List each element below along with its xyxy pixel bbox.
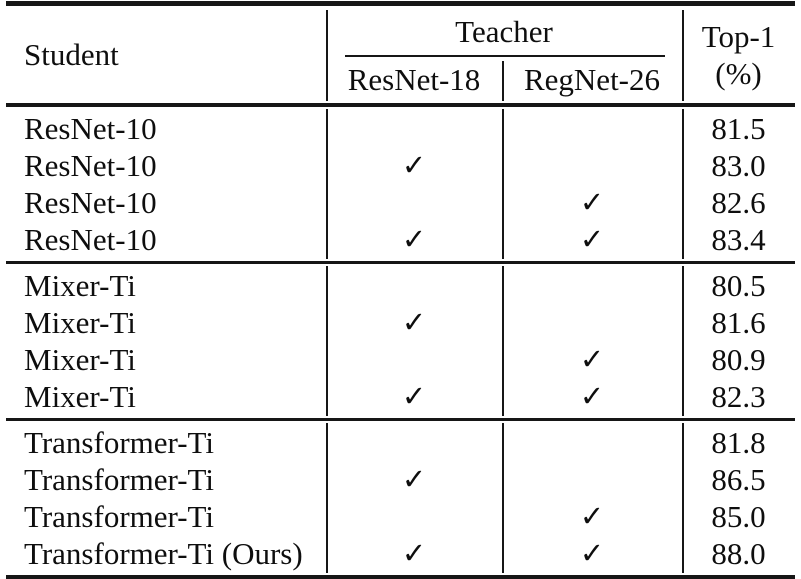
student-cell: Transformer-Ti bbox=[24, 424, 214, 460]
block-separator-rule bbox=[6, 261, 795, 264]
header-divider-1 bbox=[326, 10, 328, 101]
column-divider-2 bbox=[502, 423, 504, 573]
column-divider-2 bbox=[502, 109, 504, 259]
header-top1: Top-1 (%) bbox=[682, 6, 795, 103]
top1-cell: 81.8 bbox=[711, 424, 766, 460]
check-cell-resnet18: ✓ bbox=[401, 464, 427, 496]
header-top1-line2: (%) bbox=[715, 55, 762, 91]
student-cell: ResNet-10 bbox=[24, 184, 157, 220]
top1-cell: 83.4 bbox=[711, 221, 766, 257]
table-row: Transformer-Ti (Ours) ✓ ✓ 88.0 bbox=[6, 535, 795, 572]
table-row: Transformer-Ti ✓ 86.5 bbox=[6, 461, 795, 498]
header-teacher-resnet18: ResNet-18 bbox=[347, 62, 481, 97]
top1-cell: 80.5 bbox=[711, 267, 766, 303]
check-cell-resnet18: ✓ bbox=[401, 538, 427, 570]
student-cell: Transformer-Ti (Ours) bbox=[24, 535, 303, 571]
table-row: Mixer-Ti ✓ 81.6 bbox=[6, 304, 795, 341]
teacher-cmidrule bbox=[345, 55, 665, 57]
column-divider-3 bbox=[682, 266, 684, 416]
top1-cell: 83.0 bbox=[711, 147, 766, 183]
column-divider-3 bbox=[682, 423, 684, 573]
student-cell: Transformer-Ti bbox=[24, 461, 214, 497]
header-top1-line1: Top-1 bbox=[701, 18, 776, 54]
table-row: ResNet-10 ✓ ✓ 83.4 bbox=[6, 221, 795, 258]
table-row: Mixer-Ti ✓ 80.9 bbox=[6, 341, 795, 378]
header-teacher-regnet26: RegNet-26 bbox=[523, 62, 661, 97]
table-row: Transformer-Ti ✓ 85.0 bbox=[6, 498, 795, 535]
check-cell-resnet18: ✓ bbox=[401, 224, 427, 256]
block-separator-rule bbox=[6, 418, 795, 421]
table-row: Mixer-Ti 80.5 bbox=[6, 267, 795, 304]
table-bottom-rule bbox=[6, 575, 795, 579]
block-resnet10: ResNet-10 81.5 ResNet-10 ✓ 83.0 ResNet-1… bbox=[6, 107, 795, 261]
top1-cell: 81.6 bbox=[711, 304, 766, 340]
table-row: ResNet-10 81.5 bbox=[6, 110, 795, 147]
student-cell: ResNet-10 bbox=[24, 110, 157, 146]
block-mixer-ti: Mixer-Ti 80.5 Mixer-Ti ✓ 81.6 Mixer-Ti ✓… bbox=[6, 264, 795, 418]
check-cell-resnet18: ✓ bbox=[401, 381, 427, 413]
student-cell: Mixer-Ti bbox=[24, 341, 136, 377]
table-top-rule bbox=[6, 1, 795, 6]
header-student: Student bbox=[24, 36, 119, 72]
check-cell-regnet26: ✓ bbox=[579, 187, 605, 219]
student-cell: Transformer-Ti bbox=[24, 498, 214, 534]
student-cell: Mixer-Ti bbox=[24, 304, 136, 340]
top1-cell: 85.0 bbox=[711, 498, 766, 534]
top1-cell: 86.5 bbox=[711, 461, 766, 497]
column-divider-1 bbox=[326, 423, 328, 573]
header-teacher-group: Teacher bbox=[326, 6, 682, 57]
check-cell-resnet18: ✓ bbox=[401, 150, 427, 182]
top1-cell: 80.9 bbox=[711, 341, 766, 377]
header-divider-3 bbox=[682, 10, 684, 101]
table-header: Student Teacher ResNet-18 RegNet-26 Top-… bbox=[6, 6, 795, 103]
check-cell-regnet26: ✓ bbox=[579, 224, 605, 256]
column-divider-1 bbox=[326, 109, 328, 259]
top1-cell: 82.6 bbox=[711, 184, 766, 220]
column-divider-3 bbox=[682, 109, 684, 259]
column-divider-2 bbox=[502, 266, 504, 416]
results-table: Student Teacher ResNet-18 RegNet-26 Top-… bbox=[6, 1, 795, 579]
table-row: ResNet-10 ✓ 83.0 bbox=[6, 147, 795, 184]
table-row: Transformer-Ti 81.8 bbox=[6, 424, 795, 461]
student-cell: ResNet-10 bbox=[24, 147, 157, 183]
top1-cell: 88.0 bbox=[711, 535, 766, 571]
table-row: Mixer-Ti ✓ ✓ 82.3 bbox=[6, 378, 795, 415]
check-cell-regnet26: ✓ bbox=[579, 344, 605, 376]
check-cell-regnet26: ✓ bbox=[579, 538, 605, 570]
column-divider-1 bbox=[326, 266, 328, 416]
header-divider-2 bbox=[502, 61, 504, 101]
check-cell-regnet26: ✓ bbox=[579, 381, 605, 413]
header-bottom-rule bbox=[6, 103, 795, 107]
header-teacher-label: Teacher bbox=[455, 13, 553, 49]
top1-cell: 81.5 bbox=[711, 110, 766, 146]
student-cell: Mixer-Ti bbox=[24, 267, 136, 303]
block-transformer-ti: Transformer-Ti 81.8 Transformer-Ti ✓ 86.… bbox=[6, 421, 795, 575]
check-cell-resnet18: ✓ bbox=[401, 307, 427, 339]
table-row: ResNet-10 ✓ 82.6 bbox=[6, 184, 795, 221]
student-cell: ResNet-10 bbox=[24, 221, 157, 257]
top1-cell: 82.3 bbox=[711, 378, 766, 414]
check-cell-regnet26: ✓ bbox=[579, 501, 605, 533]
student-cell: Mixer-Ti bbox=[24, 378, 136, 414]
